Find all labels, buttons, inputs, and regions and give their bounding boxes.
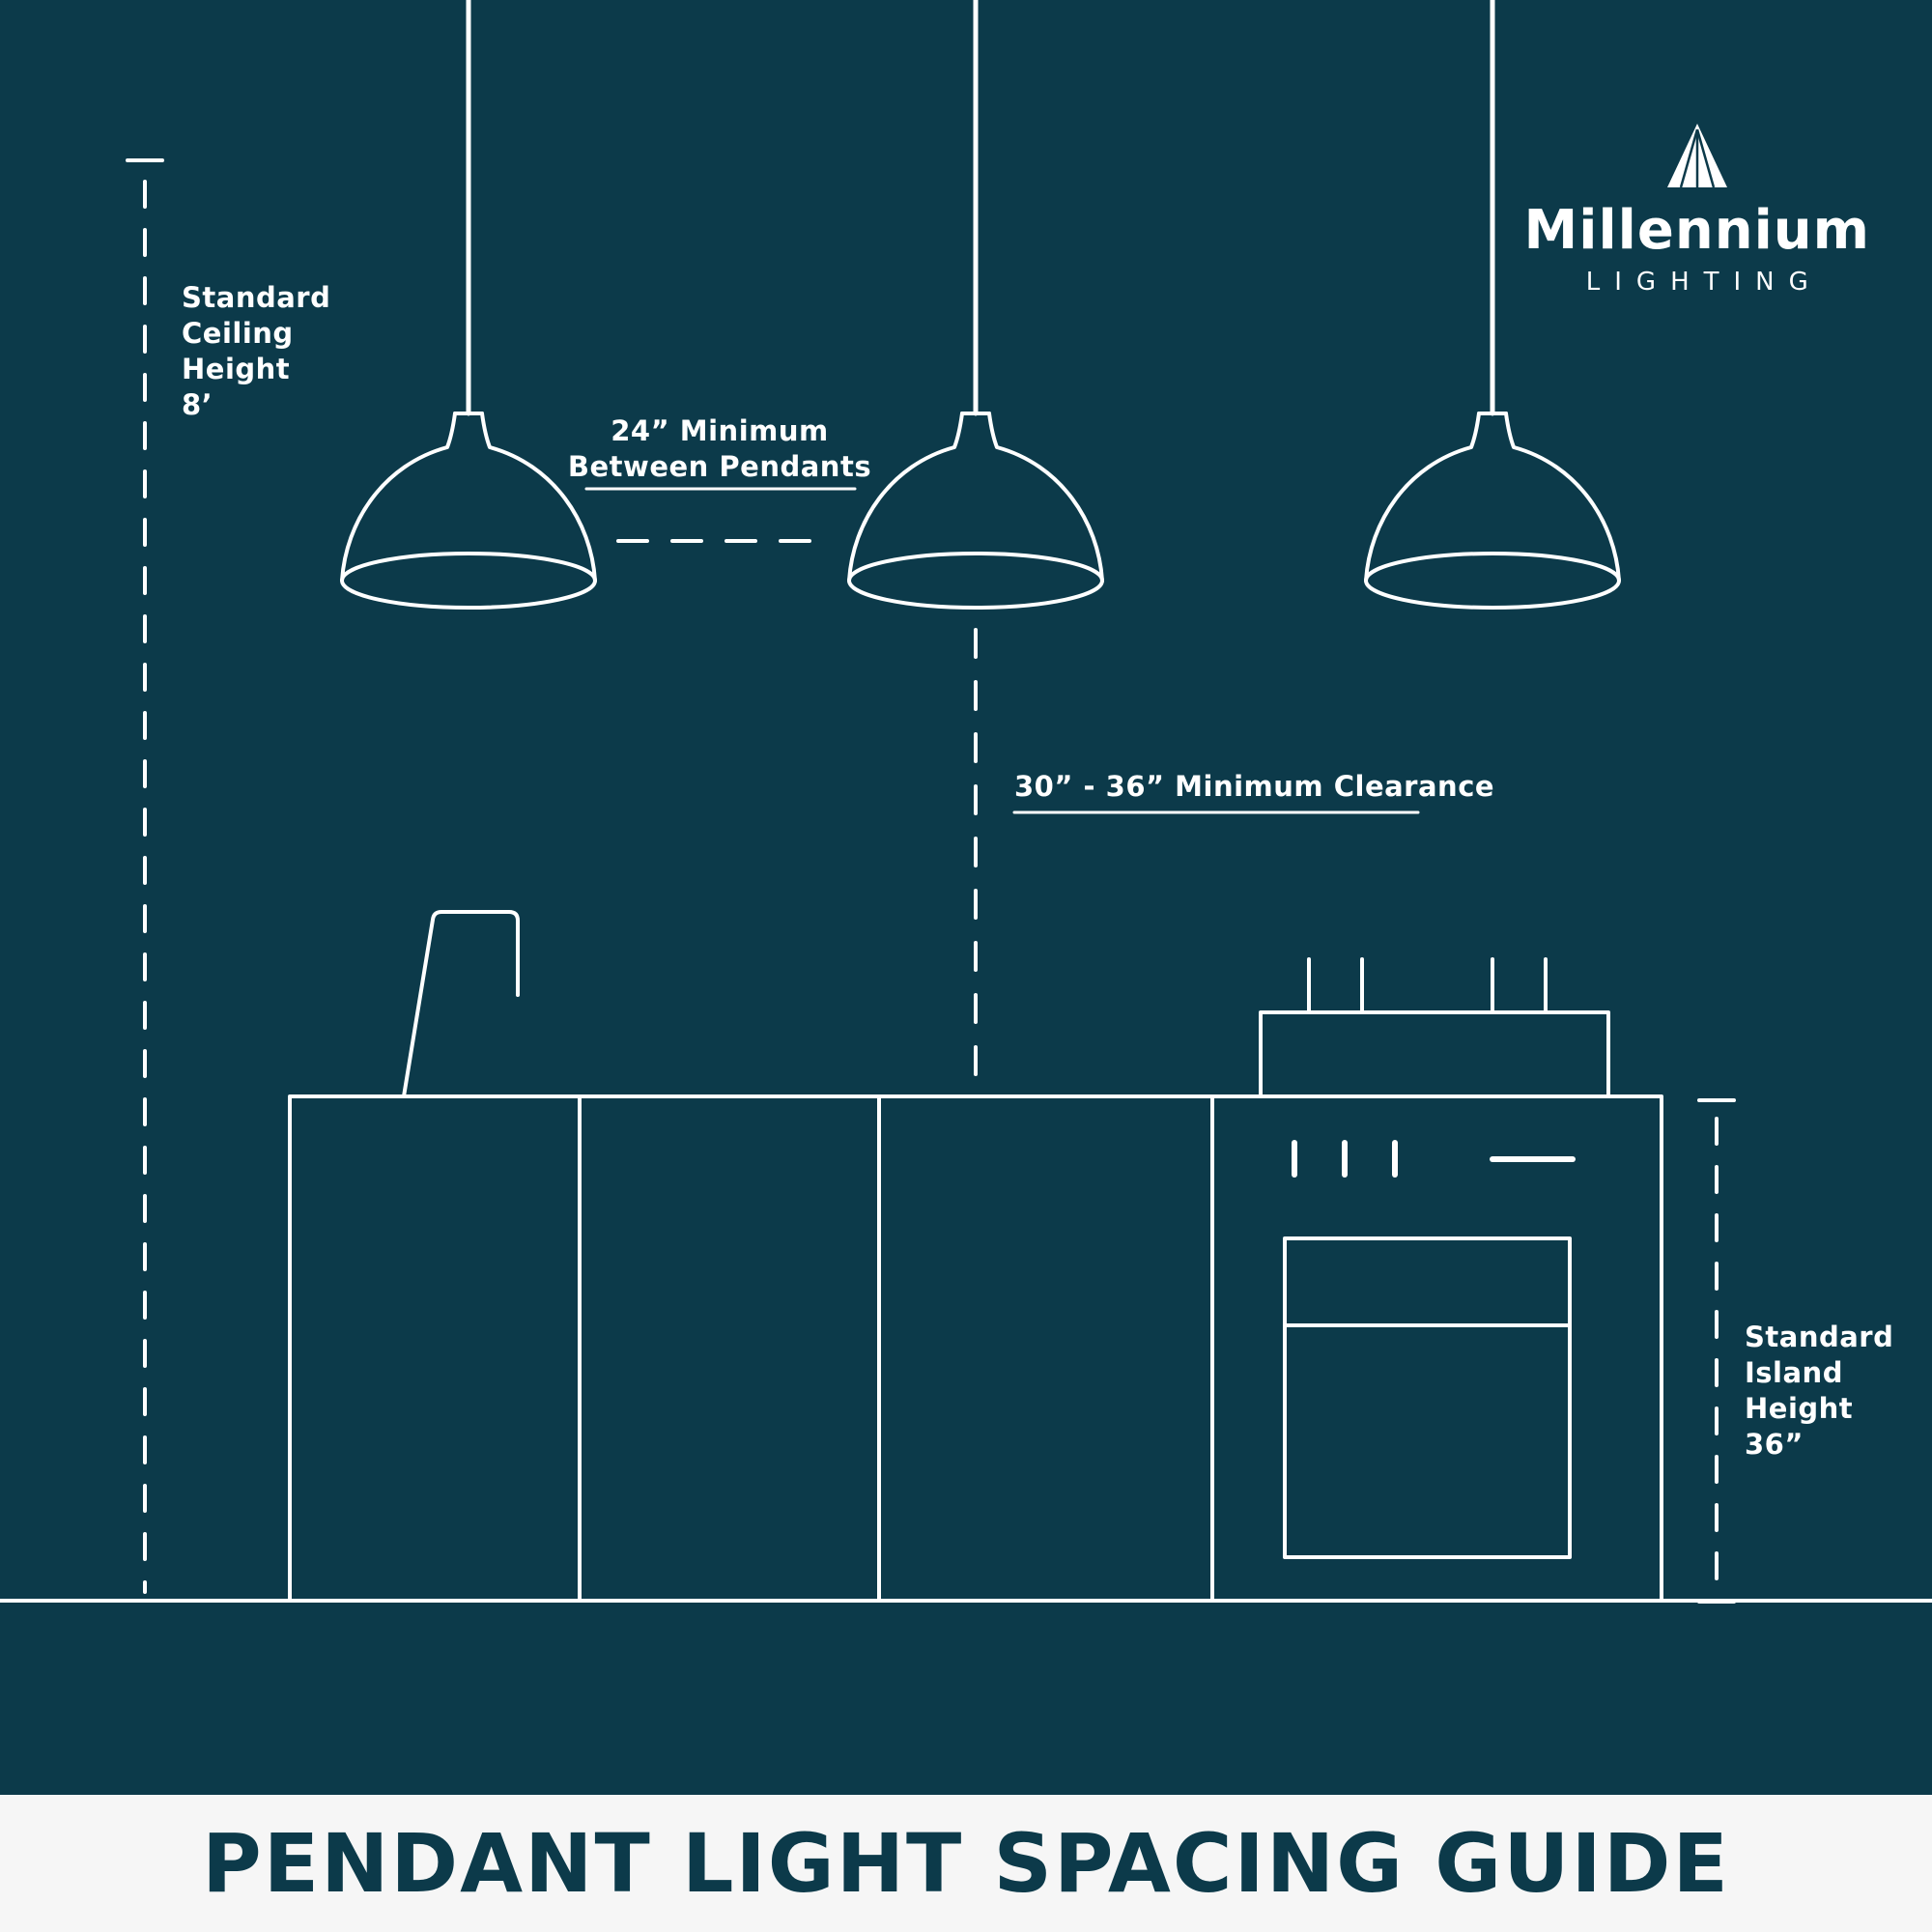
pendant-spacing-label: 24” Minimum Between Pendants — [526, 413, 913, 485]
ceiling-height-label: Standard Ceiling Height 8’ — [182, 280, 330, 423]
ceiling-height-line-3: Height — [182, 353, 291, 385]
millennium-triangle-icon — [1666, 124, 1727, 188]
pendant-spacing-line-1: 24” Minimum — [611, 414, 829, 447]
oven-door — [1283, 1236, 1572, 1559]
island-height-label: Standard Island Height 36” — [1745, 1320, 1893, 1463]
clearance-label: 30” - 36” Minimum Clearance — [1014, 770, 1495, 803]
pendant-spacing-line-2: Between Pendants — [567, 450, 872, 483]
island-height-line-4: 36” — [1745, 1428, 1804, 1461]
pendant-light-1 — [342, 0, 595, 608]
brand-logo: Millennium LIGHTING — [1524, 122, 1870, 297]
counter-outline — [288, 1094, 1663, 1603]
footer-bar: PENDANT LIGHT SPACING GUIDE — [0, 1795, 1932, 1932]
page-title: PENDANT LIGHT SPACING GUIDE — [202, 1816, 1730, 1911]
brand-subtitle: LIGHTING — [1585, 268, 1823, 297]
stove-back-panel — [1259, 1010, 1610, 1098]
island-height-line-2: Island — [1745, 1356, 1843, 1389]
island-height-line-3: Height — [1745, 1392, 1854, 1425]
ceiling-height-line-2: Ceiling — [182, 317, 294, 350]
island-height-line-1: Standard — [1745, 1321, 1894, 1353]
ceiling-height-line-4: 8’ — [182, 388, 213, 421]
pendant-light-2 — [849, 0, 1102, 608]
brand-name: Millennium — [1523, 199, 1870, 262]
pendant-light-3 — [1366, 0, 1619, 608]
stove — [1259, 957, 1610, 1559]
faucet — [402, 910, 520, 1098]
ceiling-height-line-1: Standard — [182, 281, 331, 314]
